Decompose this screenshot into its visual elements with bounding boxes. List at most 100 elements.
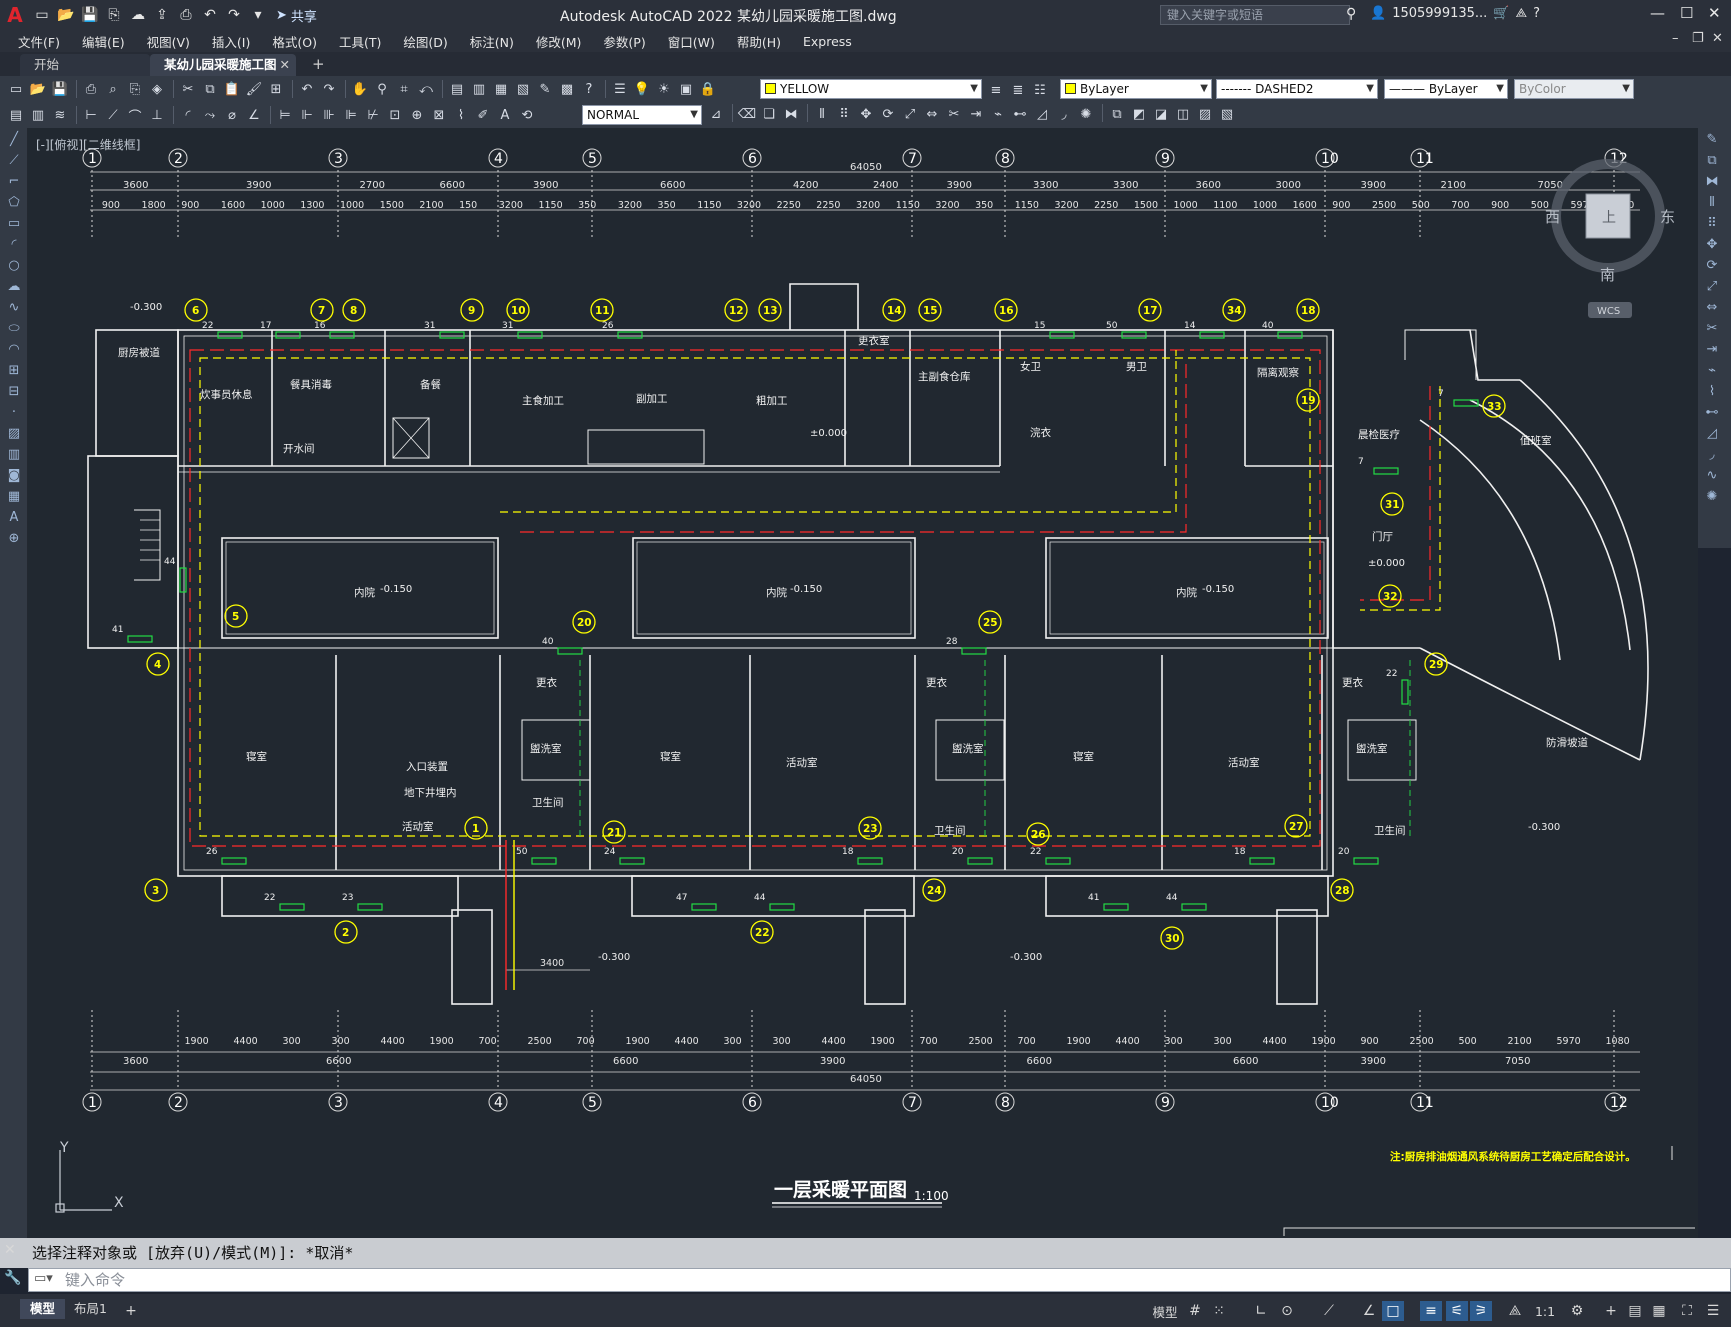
break-icon[interactable]: ⌇ — [1708, 383, 1716, 399]
floor-plan-drawing[interactable]: 1122334455667788991010111112126405064050… — [28, 128, 1698, 1238]
workspace-gear-icon[interactable]: ⚙ — [1570, 1303, 1584, 1319]
doc-close-icon[interactable]: ✕ — [1712, 31, 1723, 46]
copy-icon[interactable]: ⧉ — [1707, 152, 1717, 168]
radiator[interactable] — [1373, 467, 1399, 475]
radiator[interactable] — [1353, 857, 1379, 865]
doc-restore-icon[interactable]: ❐ — [1692, 31, 1704, 46]
dim-style-manager-icon[interactable]: ⊿ — [710, 106, 722, 122]
doc-minimize-icon[interactable]: – — [1672, 31, 1679, 46]
trim-icon[interactable]: ✂ — [948, 106, 960, 122]
sheet-set-icon[interactable]: ▧ — [516, 81, 530, 97]
quick-properties-icon[interactable]: ▦ — [1652, 1303, 1666, 1319]
radiator[interactable] — [1199, 331, 1225, 339]
radius-dimension-icon[interactable]: ◜ — [185, 107, 191, 123]
baseline-dimension-icon[interactable]: ⊩ — [301, 107, 313, 123]
3d-print-icon[interactable]: ◈ — [152, 81, 162, 97]
radiator-tag[interactable]: 15 — [918, 298, 942, 322]
radiator[interactable] — [221, 857, 247, 865]
dimension-style-dropdown[interactable]: NORMAL▼ — [582, 105, 702, 125]
color-dropdown[interactable]: ByLayer▼ — [1060, 79, 1212, 99]
close-icon[interactable]: ✕ — [1708, 4, 1721, 22]
dimension-update-icon[interactable]: ⟲ — [521, 107, 533, 123]
radiator[interactable] — [217, 331, 243, 339]
jogged-dimension-icon[interactable]: ⤳ — [204, 107, 216, 123]
copy-object-icon[interactable]: ❏ — [763, 106, 775, 122]
radiator-tag[interactable]: 30 — [1160, 926, 1184, 950]
menu-edit[interactable]: 编辑(E) — [81, 34, 125, 50]
command-close-icon[interactable]: ✕ — [4, 1242, 16, 1258]
layer-vp-icon[interactable]: ▣ — [679, 81, 693, 97]
radiator-tag[interactable]: 11 — [590, 298, 614, 322]
radiator[interactable] — [127, 635, 153, 643]
erase-icon[interactable]: ⌫ — [737, 106, 757, 122]
radiator[interactable] — [1401, 679, 1409, 705]
model-space-toggle[interactable]: 模型 — [1152, 1304, 1178, 1320]
chamfer-icon[interactable]: ◿ — [1037, 106, 1047, 122]
rectangle-icon[interactable]: ▭ — [7, 215, 21, 231]
hatch-icon[interactable]: ▨ — [7, 425, 21, 441]
autodesk-app-icon[interactable]: ⟁ — [1515, 6, 1528, 21]
properties-icon[interactable]: ▤ — [450, 81, 464, 97]
layer-previous-icon[interactable]: ≣ — [1012, 82, 1024, 98]
new-file-icon[interactable]: ▭ — [35, 7, 49, 23]
send-back-icon[interactable]: ◪ — [1154, 106, 1168, 122]
open-icon[interactable]: 📂 — [29, 81, 47, 97]
insert-block-icon[interactable]: ⊞ — [8, 362, 20, 378]
make-block-icon[interactable]: ⊟ — [8, 383, 20, 399]
polyline-icon[interactable]: ⌐ — [8, 173, 20, 189]
radiator-tag[interactable]: 19 — [1296, 388, 1320, 412]
offset-icon[interactable]: ⫴ — [819, 106, 825, 122]
dimension-break-icon[interactable]: ⊬ — [367, 107, 379, 123]
radiator-tag[interactable]: 9 — [460, 298, 484, 322]
hatch-back-icon[interactable]: ▨ — [1198, 106, 1212, 122]
arc-icon[interactable]: ◜ — [11, 236, 17, 252]
mirror-icon[interactable]: ⧓ — [1705, 173, 1719, 189]
grid-icon[interactable]: # — [1189, 1303, 1201, 1319]
radiator-tag[interactable]: 25 — [978, 610, 1002, 634]
paste-icon[interactable]: 📋 — [223, 81, 241, 97]
menu-modify[interactable]: 修改(M) — [535, 34, 582, 50]
break-point-icon[interactable]: ⌁ — [1708, 362, 1716, 378]
linetype-dropdown[interactable]: ------- DASHED2▼ — [1216, 79, 1378, 99]
plot-icon[interactable]: ⎙ — [85, 81, 97, 97]
radiator[interactable] — [357, 903, 383, 911]
units-icon[interactable]: ▤ — [1628, 1303, 1642, 1319]
radiator[interactable] — [1453, 399, 1479, 407]
table-icon[interactable]: ▦ — [7, 488, 21, 504]
menu-help[interactable]: 帮助(H) — [736, 34, 781, 50]
radiator-tag[interactable]: 4 — [146, 652, 170, 676]
mtext-icon[interactable]: A — [9, 509, 19, 525]
plot-preview-icon[interactable]: ⌕ — [109, 81, 117, 97]
plot-icon[interactable]: ⎙ — [180, 7, 192, 23]
pan-icon[interactable]: ✋ — [351, 81, 369, 97]
lineweight-dropdown[interactable]: ——— ByLayer▼ — [1384, 79, 1508, 99]
redo-icon[interactable]: ↷ — [228, 7, 240, 23]
help-icon[interactable]: ? — [1533, 6, 1540, 21]
linear-dimension-icon[interactable]: ⊢ — [85, 107, 97, 123]
radiator-tag[interactable]: 1 — [464, 816, 488, 840]
extend-icon[interactable]: ⇥ — [1706, 341, 1718, 357]
dimension-space-icon[interactable]: ⊫ — [345, 107, 357, 123]
radiator[interactable] — [557, 647, 583, 655]
save-icon[interactable]: 💾 — [81, 7, 99, 23]
radiator-tag[interactable]: 22 — [750, 920, 774, 944]
add-selected-icon[interactable]: ⊕ — [8, 530, 20, 546]
radiator-tag[interactable]: 23 — [858, 816, 882, 840]
tab-start[interactable]: 开始 — [20, 54, 150, 76]
radiator[interactable] — [1277, 331, 1303, 339]
stack-icon[interactable]: ≋ — [54, 107, 66, 123]
radiator-tag[interactable]: 24 — [922, 878, 946, 902]
explode-icon[interactable]: ✺ — [1706, 488, 1718, 504]
stretch-icon[interactable]: ⇔ — [1706, 299, 1718, 315]
scale-icon[interactable]: ⤢ — [904, 106, 916, 122]
circle-icon[interactable]: ○ — [8, 257, 20, 273]
maximize-icon[interactable]: ☐ — [1680, 4, 1694, 22]
radiator[interactable] — [617, 331, 643, 339]
viewcube[interactable]: 上 南 东 西 WCS — [1545, 159, 1675, 318]
revcloud-icon[interactable]: ☁ — [7, 278, 21, 294]
inspection-icon[interactable]: ⊠ — [433, 107, 445, 123]
search-icon[interactable]: ⚲ — [1346, 6, 1357, 22]
radiator[interactable] — [1103, 903, 1129, 911]
block-editor-icon[interactable]: ⊞ — [270, 81, 282, 97]
